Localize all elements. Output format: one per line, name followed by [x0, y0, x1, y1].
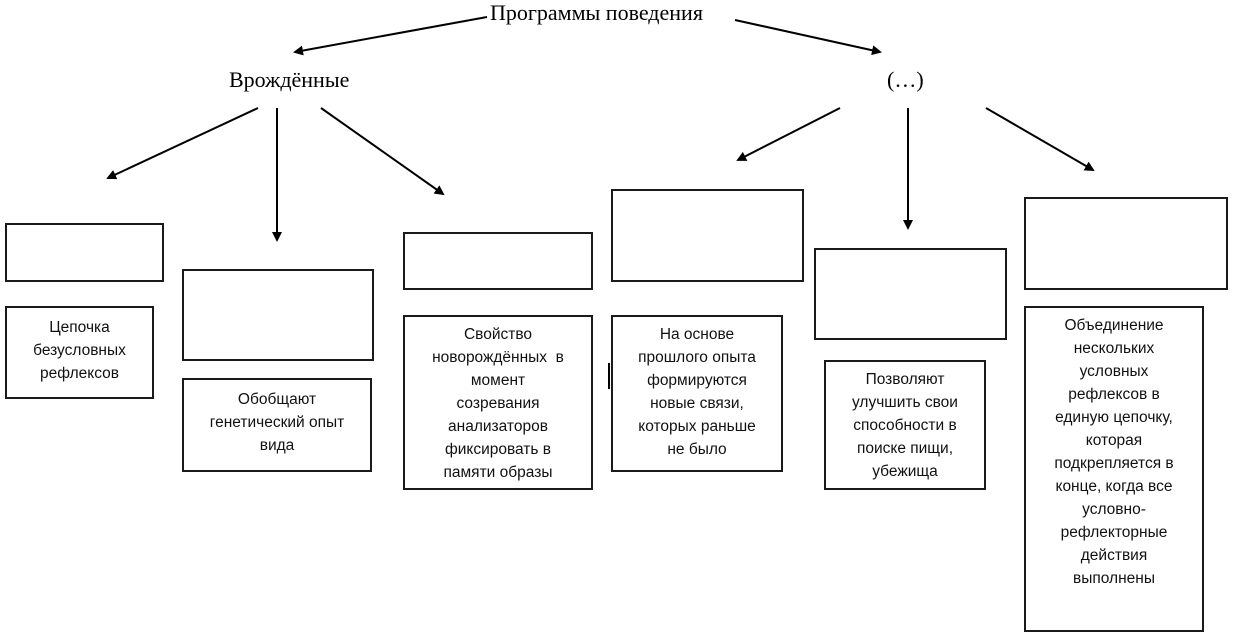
description-line: момент — [470, 372, 526, 389]
description-line: условно- — [1082, 501, 1146, 518]
description-line: убежища — [872, 463, 938, 480]
arrow-root-to-acquired — [734, 19, 882, 56]
answer-box-innate-2[interactable] — [182, 269, 374, 361]
arrow-root-to-innate — [293, 16, 488, 56]
description-line: Позволяют — [865, 371, 945, 388]
description-innate-3: Свойство новорождённых в момент созреван… — [403, 315, 593, 490]
answer-box-acquired-2[interactable] — [814, 248, 1007, 340]
description-line: рефлексов в — [1068, 386, 1160, 403]
description-line: рефлекторные — [1060, 524, 1168, 541]
description-line: Свойство — [463, 326, 533, 343]
description-line: памяти образы — [443, 464, 553, 481]
description-line: улучшить свои — [852, 394, 958, 411]
arrow-innate-to-type-3 — [320, 107, 445, 196]
answer-box-acquired-1[interactable] — [611, 189, 804, 282]
arrow-innate-to-type-1 — [106, 107, 259, 180]
description-line: которых раньше — [638, 418, 756, 435]
description-line: подкрепляется в — [1054, 455, 1174, 472]
description-line: вида — [259, 437, 295, 454]
description-line: На основе — [659, 326, 735, 343]
description-line: фиксировать в — [444, 441, 552, 458]
description-acquired-1: На основе прошлого опыта формируются нов… — [611, 315, 783, 472]
answer-box-innate-1[interactable] — [5, 223, 164, 282]
arrow-acquired-to-type-3 — [985, 107, 1095, 172]
description-line: генетический опыт — [209, 414, 345, 431]
description-line: Объединение — [1064, 317, 1164, 334]
description-innate-2: Обобщают генетический опыт вида — [182, 378, 372, 472]
arrow-acquired-to-type-1 — [736, 107, 841, 161]
description-line: действия — [1080, 547, 1148, 564]
description-line: рефлексов — [39, 365, 120, 382]
description-line: не было — [667, 441, 727, 458]
description-line: Обобщают — [237, 391, 317, 408]
description-line: условных — [1079, 363, 1149, 380]
description-line: конце, когда все — [1055, 478, 1173, 495]
acquired-branch-title: (…) — [887, 67, 924, 92]
description-line: которая — [1085, 432, 1143, 449]
description-acquired-3: Объединение нескольких условных рефлексо… — [1024, 306, 1204, 632]
description-innate-1: Цепочка безусловных рефлексов — [5, 306, 154, 399]
description-line: анализаторов — [448, 418, 548, 435]
description-acquired-2: Позволяют улучшить свои способности в по… — [824, 360, 986, 490]
description-line: безусловных — [33, 342, 126, 359]
description-line: новорождённых в — [432, 349, 564, 366]
description-line: единую цепочку, — [1055, 409, 1173, 426]
description-line: созревания — [456, 395, 540, 412]
description-line: новые связи, — [650, 395, 744, 412]
description-line: прошлого опыта — [638, 349, 756, 366]
description-line: формируются — [647, 372, 747, 389]
description-line: выполнены — [1073, 570, 1155, 587]
answer-box-innate-3[interactable] — [403, 232, 593, 290]
description-line: нескольких — [1073, 340, 1155, 357]
root-title: Программы поведения — [490, 0, 703, 25]
stray-mark — [608, 363, 610, 389]
answer-box-acquired-3[interactable] — [1024, 197, 1228, 290]
description-line: поиске пищи, — [856, 440, 954, 457]
description-line: способности в — [853, 417, 957, 434]
innate-branch-title: Врождённые — [229, 67, 350, 92]
description-line: Цепочка — [49, 319, 110, 336]
